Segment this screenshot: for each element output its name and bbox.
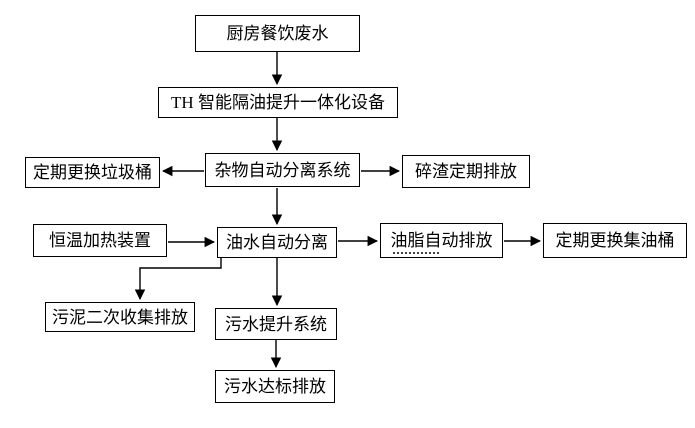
node-label: 定期更换垃圾桶 [33,163,152,182]
proofing-dots-decoration [393,252,439,254]
node-label: 油脂自动排放 [390,231,493,250]
node-kitchen-wastewater: 厨房餐饮废水 [195,15,360,52]
node-label: 污泥二次收集排放 [52,307,188,327]
node-oil-barrel-replacement: 定期更换集油桶 [543,223,687,258]
node-label: 厨房餐饮废水 [226,24,329,43]
node-grease-auto-discharge: 油脂自动排放 [380,223,503,258]
node-sludge-secondary-collection: 污泥二次收集排放 [45,302,195,332]
node-label: TH 智能隔油提升一体化设备 [171,93,385,112]
node-debris-auto-separation: 杂物自动分离系统 [205,153,360,187]
node-label: 污水达标排放 [224,377,326,396]
node-residue-periodic-discharge: 碎渣定期排放 [402,155,530,188]
node-label: 碎渣定期排放 [415,162,517,181]
node-label: 污水提升系统 [225,314,327,334]
node-constant-temp-heating: 恒温加热装置 [33,224,167,257]
node-sewage-lifting-system: 污水提升系统 [215,308,337,340]
node-label: 恒温加热装置 [49,231,151,250]
node-label: 定期更换集油桶 [555,231,675,250]
node-trash-bin-replacement: 定期更换垃圾桶 [25,157,160,188]
node-oil-water-auto-separation: 油水自动分离 [217,227,337,258]
node-sewage-standard-discharge: 污水达标排放 [215,370,335,403]
node-label: 杂物自动分离系统 [214,160,351,180]
node-th-integrated-device: TH 智能隔油提升一体化设备 [158,87,398,118]
node-label: 油水自动分离 [226,233,328,252]
